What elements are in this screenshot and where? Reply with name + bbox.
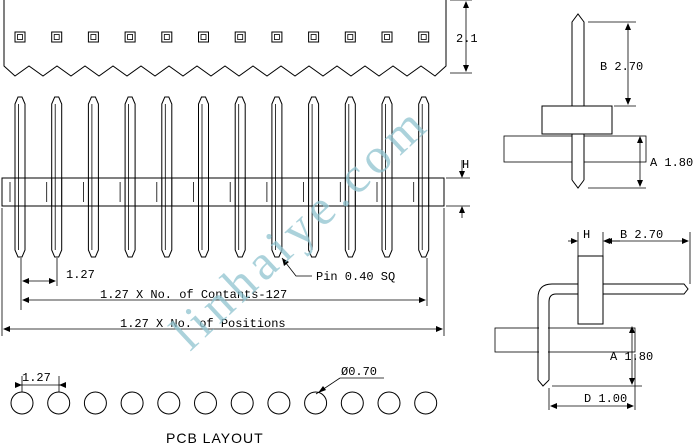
front-pin <box>381 96 393 258</box>
dim-h-front-label: H <box>462 158 469 172</box>
pcb-hole <box>230 391 254 415</box>
top-pin-square <box>234 31 246 43</box>
front-housing <box>1 177 445 207</box>
pcb-title: PCB LAYOUT <box>166 430 264 446</box>
side-housing <box>541 105 613 135</box>
top-pin-square <box>198 31 209 43</box>
front-pin <box>87 96 99 258</box>
ra-pcb <box>494 327 636 353</box>
top-pin-square-inner <box>200 34 207 40</box>
dim-pitch-label: 1.27 <box>66 268 95 282</box>
top-pin-square-inner <box>420 34 427 40</box>
top-pin-square <box>381 31 393 43</box>
pcb-hole <box>377 391 401 415</box>
ra-pin-bend-outer <box>537 283 578 326</box>
top-pin-square <box>308 31 320 43</box>
front-pin <box>418 96 430 258</box>
front-pin <box>271 96 283 258</box>
front-pin <box>344 96 356 258</box>
top-pin-square-inner <box>310 34 317 40</box>
front-pin <box>234 96 246 258</box>
ra-housing <box>577 255 604 325</box>
dim-d-ra-label: D 1.00 <box>584 392 627 406</box>
pcb-hole-label: Ø0.70 <box>341 365 377 379</box>
top-pin-square <box>87 31 99 43</box>
front-pin <box>161 96 173 258</box>
front-pins <box>14 96 430 258</box>
front-pin <box>124 96 136 258</box>
side-pin-top <box>571 13 585 107</box>
pcb-hole <box>414 391 438 415</box>
pcb-pitch-label: 1.27 <box>22 371 51 385</box>
pcb-hole <box>10 391 34 415</box>
dim-b-ra-label: B 2.70 <box>620 228 663 242</box>
pin-note-label: Pin 0.40 SQ <box>316 270 395 284</box>
ra-pin-bend-inner <box>548 293 578 326</box>
dim-a-ra-label: A 1.80 <box>610 350 653 364</box>
pcb-hole <box>47 391 71 415</box>
top-view: 2.1 <box>3 0 478 77</box>
top-pin-square-inner <box>17 34 23 40</box>
top-pin-squares <box>14 31 430 43</box>
top-pin-square <box>124 31 136 43</box>
top-pin-square <box>418 31 430 43</box>
dim-h-ra-label: H <box>583 228 590 242</box>
top-pin-square <box>51 31 63 43</box>
top-pin-square <box>14 31 26 43</box>
front-pin <box>14 96 26 258</box>
top-pin-square-inner <box>90 34 97 40</box>
pcb-layout: 1.27 Ø0.70 PCB LAYOUT <box>10 365 438 446</box>
pcb-hole <box>340 391 364 415</box>
pcb-hole <box>83 391 107 415</box>
top-pin-square <box>344 31 356 43</box>
front-pin <box>51 96 63 258</box>
top-pin-square <box>161 31 173 43</box>
front-housing-segments <box>9 178 430 206</box>
front-pin <box>308 96 320 258</box>
pcb-hole <box>157 391 181 415</box>
top-pin-square-inner <box>273 34 280 40</box>
dim-b-side-label: B 2.70 <box>600 60 643 74</box>
pcb-hole <box>267 391 291 415</box>
top-pin-square-inner <box>127 34 133 40</box>
front-view: H 1.27 Pin 0.40 SQ 1.27 X No. of Contant… <box>1 96 470 336</box>
dim-height-top-label: 2.1 <box>456 32 478 46</box>
pcb-hole <box>120 391 144 415</box>
top-pin-square-inner <box>237 34 244 40</box>
pcb-holes <box>10 391 438 415</box>
top-pin-square-inner <box>347 34 354 40</box>
housing-top-outline <box>3 0 447 77</box>
watermark: linhaiye.com <box>159 93 440 360</box>
dim-contacts-label: 1.27 X No. of Contants-127 <box>100 288 287 302</box>
ra-pin-horizontal <box>603 283 689 295</box>
top-pin-square-inner <box>384 34 390 40</box>
front-pin <box>198 96 209 258</box>
top-pin-square-inner <box>163 34 170 40</box>
right-angle-view: H B 2.70 A 1.80 D 1.00 <box>494 228 691 410</box>
pcb-hole <box>194 391 217 415</box>
pcb-hole <box>304 391 328 415</box>
side-view: B 2.70 A 1.80 <box>503 13 693 189</box>
top-pin-square <box>271 31 283 43</box>
dim-positions-label: 1.27 X No. of Positions <box>120 317 286 331</box>
top-pin-square-inner <box>53 34 60 40</box>
dim-a-side-label: A 1.80 <box>650 156 693 170</box>
